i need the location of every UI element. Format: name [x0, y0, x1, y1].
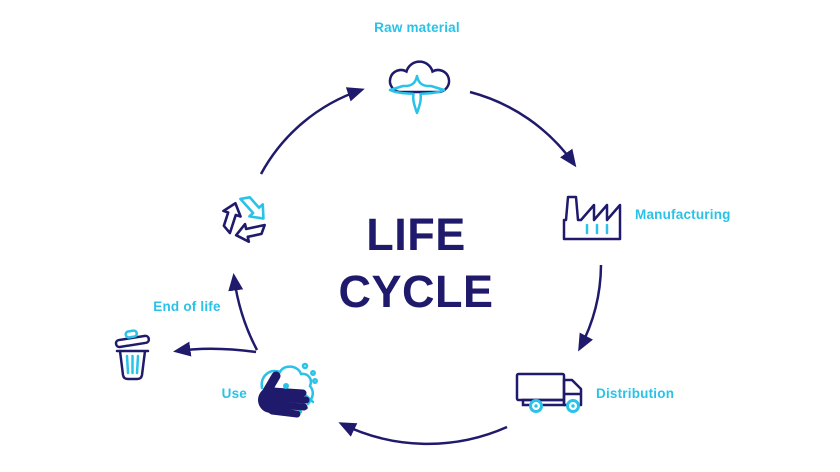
arrow-manufacturing-to-distribution: [578, 264, 603, 352]
trash-bin-icon: [114, 329, 151, 381]
stage-label-raw-material: Raw material: [374, 20, 460, 35]
page-title-line2: CYCLE: [338, 266, 494, 317]
arrow-use-to-end-of-life: [173, 341, 257, 357]
arrow-use-to-recycling: [228, 273, 259, 351]
arrow-distribution-to-use: [338, 422, 508, 446]
stage-label-manufacturing: Manufacturing: [635, 207, 731, 222]
hands-washing-icon: [258, 362, 318, 418]
page-title: LIFE CYCLE: [296, 206, 536, 320]
truck-icon: [515, 372, 583, 413]
arrow-raw-material-to-manufacturing: [469, 90, 577, 168]
page-title-line1: LIFE: [366, 209, 466, 260]
stage-label-distribution: Distribution: [596, 386, 675, 401]
stage-label-use: Use: [221, 386, 247, 401]
cotton-plant-icon: [388, 60, 451, 115]
recycle-arrows-icon: [216, 188, 272, 246]
factory-icon: [562, 195, 622, 241]
arrow-recycling-to-raw-material: [259, 87, 365, 175]
stage-label-end-of-life: End of life: [153, 299, 221, 314]
flow-arrows: [173, 87, 603, 446]
